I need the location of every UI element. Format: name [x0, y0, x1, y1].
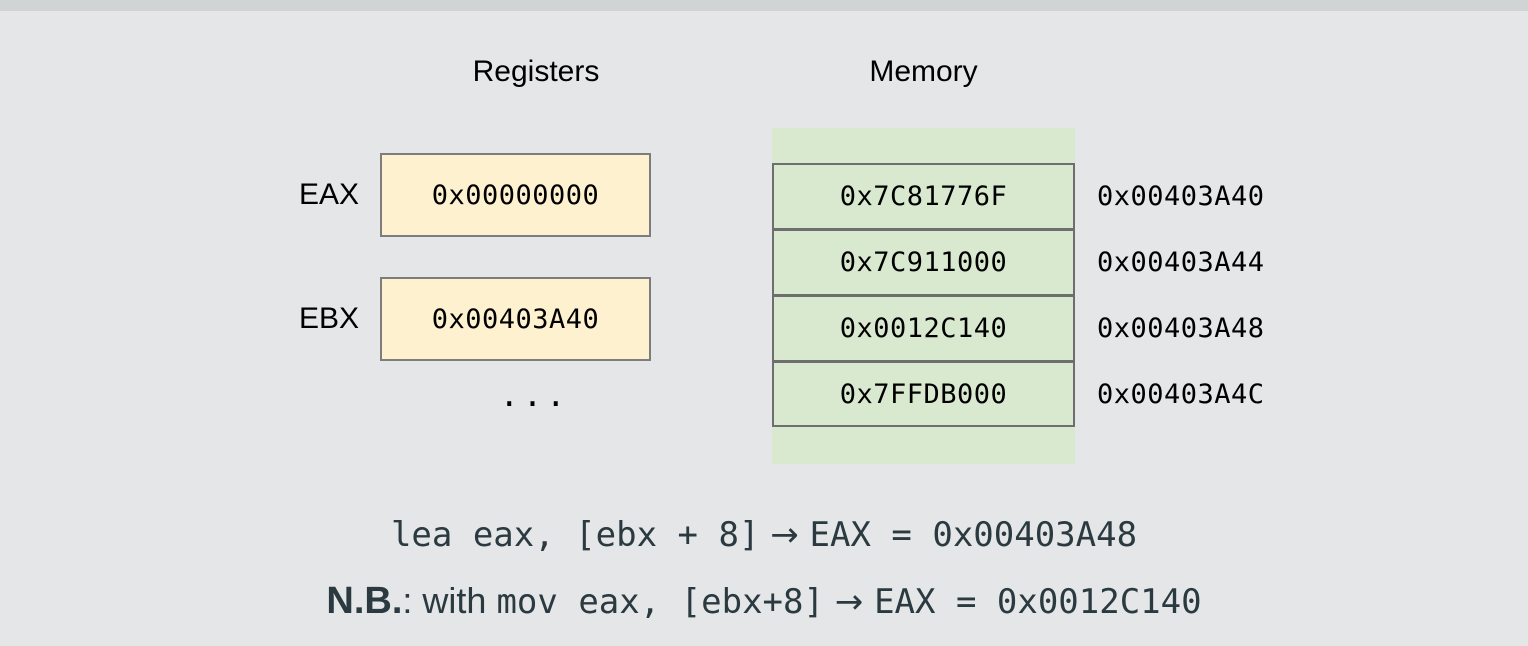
register-row-eax: EAX 0x00000000: [250, 153, 670, 237]
memory-table: 0x7C81776F 0x00403A40 0x7C911000 0x00403…: [772, 163, 1264, 427]
formula-line-nb-mov: N.B.: with mov eax, [ebx+8] → EAX = 0x00…: [0, 582, 1528, 620]
memory-cell-value: 0x7C911000: [772, 229, 1075, 295]
memory-column-heading: Memory: [869, 55, 978, 88]
formula-segment-0-1: →: [759, 515, 810, 555]
formula-segment-0-2: EAX = 0x00403A48: [809, 515, 1138, 555]
memory-cell-address: 0x00403A4C: [1097, 378, 1265, 410]
formula-segment-0-0: lea eax, [ebx + 8]: [390, 515, 760, 555]
registers-column-heading: Registers: [472, 55, 600, 88]
register-label-ebx: EBX: [298, 302, 359, 335]
memory-row: 0x7C911000 0x00403A44: [772, 229, 1264, 295]
memory-row: 0x7FFDB000 0x00403A4C: [772, 361, 1264, 427]
top-toolbar-strip: [0, 0, 1528, 11]
memory-cell-value: 0x7FFDB000: [772, 361, 1075, 427]
memory-cell-address: 0x00403A44: [1097, 246, 1265, 278]
memory-row: 0x7C81776F 0x00403A40: [772, 163, 1264, 229]
register-label-eax: EAX: [298, 178, 359, 211]
formula-segment-1-3: →: [823, 582, 875, 622]
registers-ellipsis: ...: [499, 376, 570, 414]
memory-cell-value: 0x7C81776F: [772, 163, 1075, 229]
register-row-ebx: EBX 0x00403A40: [250, 277, 670, 361]
memory-cell-address: 0x00403A40: [1097, 180, 1265, 212]
formula-segment-1-2: mov eax, [ebx+8]: [496, 582, 824, 622]
memory-cell-value: 0x0012C140: [772, 295, 1075, 361]
formula-line-lea: lea eax, [ebx + 8] → EAX = 0x00403A48: [0, 514, 1528, 552]
slide-canvas: Registers Memory EAX 0x00000000 EBX 0x00…: [0, 11, 1528, 646]
memory-cell-address: 0x00403A48: [1097, 312, 1265, 344]
register-value-box-ebx: 0x00403A40: [380, 277, 651, 361]
formula-segment-1-1: : with: [402, 580, 497, 621]
register-value-box-eax: 0x00000000: [380, 153, 651, 237]
formula-segment-1-0: N.B.: [326, 580, 403, 622]
formula-segment-1-4: EAX = 0x0012C140: [874, 582, 1202, 622]
memory-row: 0x0012C140 0x00403A48: [772, 295, 1264, 361]
